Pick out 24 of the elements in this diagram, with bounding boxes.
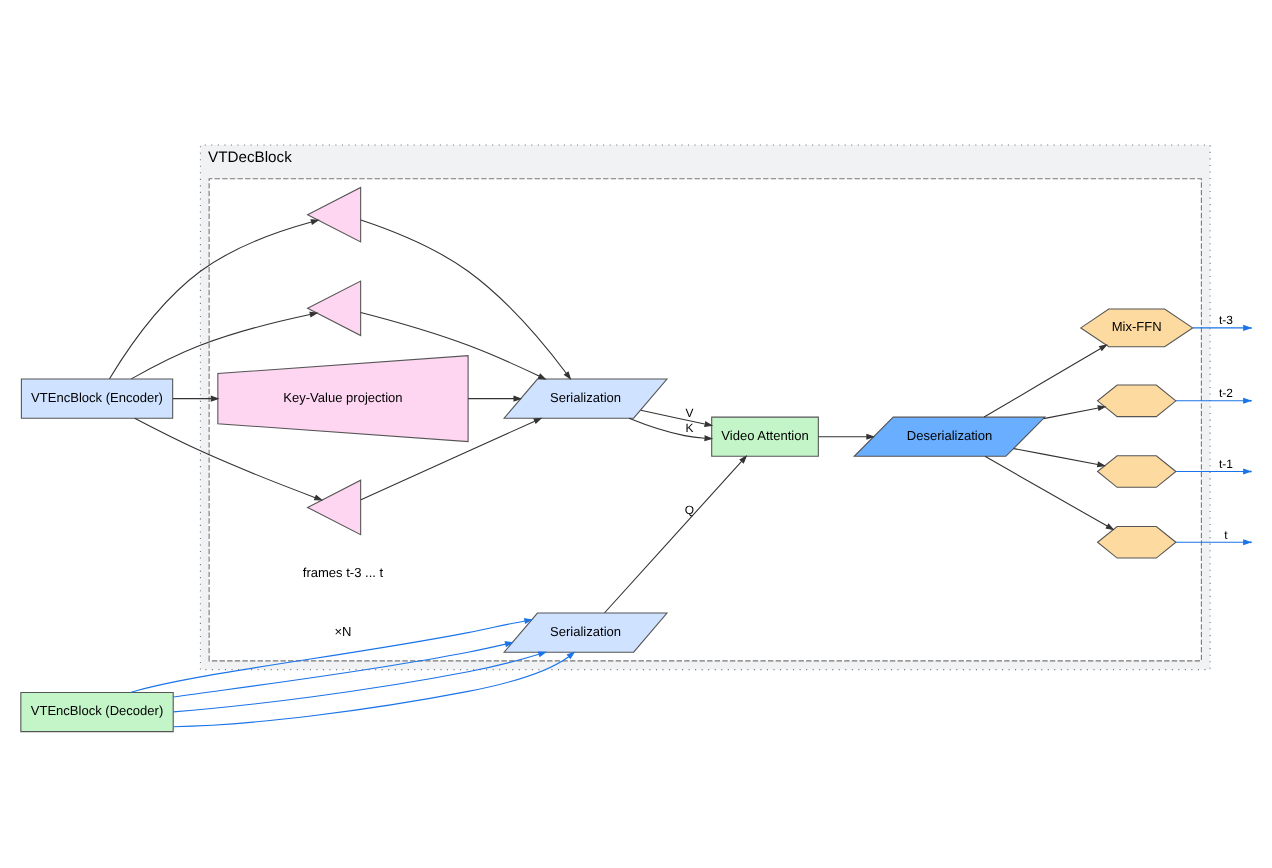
arrow	[640, 409, 714, 427]
arrow	[1013, 448, 1106, 468]
arrow	[1043, 405, 1107, 420]
arrow	[130, 311, 319, 380]
arrow	[172, 651, 547, 713]
arrow	[172, 395, 220, 402]
arrow	[172, 641, 514, 698]
arrow	[983, 344, 1108, 418]
arrow	[108, 219, 320, 380]
arrow	[604, 455, 748, 614]
arrow	[360, 417, 543, 501]
arrow	[1175, 397, 1252, 404]
arrow	[467, 395, 523, 402]
arrow	[1175, 539, 1252, 546]
arrow	[134, 417, 324, 501]
arrow	[817, 433, 876, 440]
arrow	[628, 417, 714, 442]
node-triangle	[306, 479, 362, 536]
arrow	[1192, 324, 1252, 331]
arrow	[360, 311, 547, 380]
arrow	[172, 651, 576, 728]
arrow	[129, 618, 534, 693]
arrow	[360, 219, 572, 380]
arrow	[984, 455, 1115, 531]
